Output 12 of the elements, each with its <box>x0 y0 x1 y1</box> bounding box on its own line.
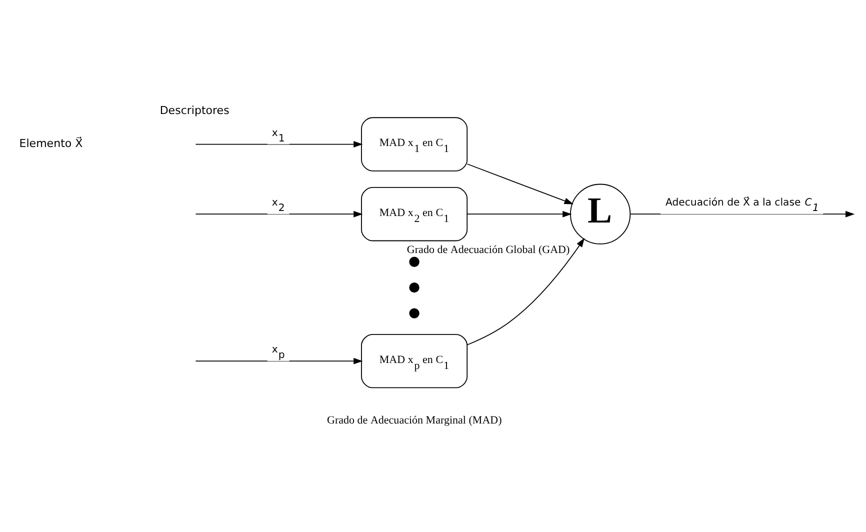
arrow <box>195 141 363 148</box>
arrow <box>466 210 572 218</box>
arrow <box>466 164 574 204</box>
arrow <box>466 238 585 346</box>
node-circle: L <box>570 184 631 244</box>
arrow <box>195 358 363 364</box>
arrow <box>195 210 363 218</box>
label: Grado de Adecuación Marginal (MAD) <box>327 414 502 427</box>
node-label: Grado de Adecuación Global (GAD) <box>406 244 570 256</box>
label: Elemento X⃗ <box>19 137 83 150</box>
arrow <box>630 210 855 218</box>
label: Descriptores <box>160 104 230 118</box>
